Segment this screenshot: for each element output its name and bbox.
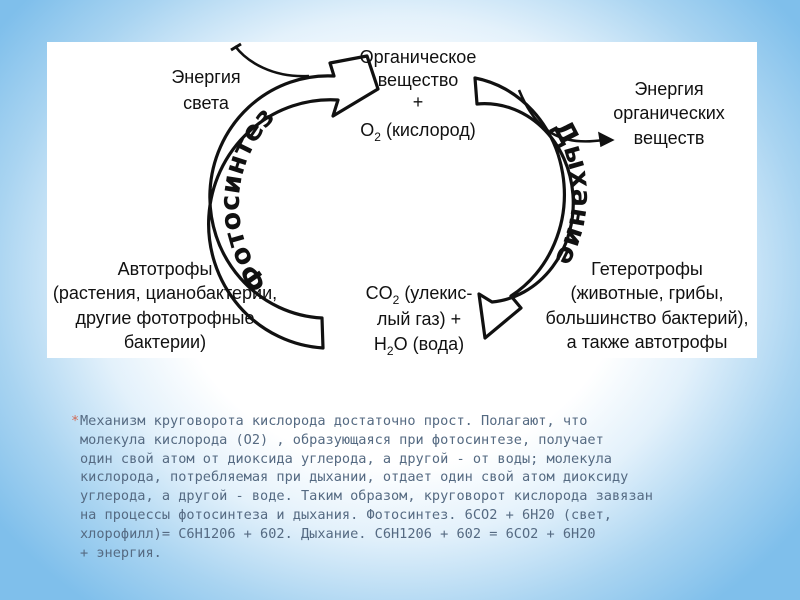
description-line: + энергия.	[80, 544, 162, 561]
svg-text:O2 (кислород): O2 (кислород)	[360, 120, 475, 144]
description-line: на процессы фотосинтеза и дыхания. Фотос…	[80, 506, 612, 523]
respiration-label: Дыхание	[546, 115, 596, 270]
photosynthesis-arrow	[207, 54, 380, 350]
svg-text:бактерии): бактерии)	[124, 332, 206, 352]
svg-text:Энергия: Энергия	[634, 79, 703, 99]
svg-text:света: света	[183, 93, 230, 113]
description-line: один свой атом от диоксида углерода, а д…	[80, 450, 612, 467]
description-line: молекула кислорода (O2) , образующаяся п…	[80, 431, 604, 448]
organic-energy-arrow	[517, 89, 604, 143]
diagram-canvas: Фотосинтез Дыхание Органическое вещество…	[53, 42, 749, 358]
respiration-arrow-body	[473, 76, 575, 340]
svg-text:(растения, цианобактерии,: (растения, цианобактерии,	[53, 283, 277, 303]
svg-text:органических: органических	[613, 103, 725, 123]
autotrophs-label: Автотрофы (растения, цианобактерии, друг…	[53, 259, 277, 352]
svg-text:H2O (вода): H2O (вода)	[374, 334, 464, 358]
organic-energy-arrowhead	[598, 131, 615, 148]
co2-water-label: CO2 (улекис- лый газ) + H2O (вода)	[366, 283, 473, 358]
svg-text:вещество: вещество	[378, 70, 459, 90]
svg-text:+: +	[413, 92, 424, 112]
svg-text:CO2 (улекис-: CO2 (улекис-	[366, 283, 473, 307]
svg-text:Автотрофы: Автотрофы	[118, 259, 213, 279]
bullet-marker: *	[71, 413, 80, 429]
svg-text:лый газ) +: лый газ) +	[377, 309, 461, 329]
svg-text:Энергия: Энергия	[171, 67, 240, 87]
svg-text:Гетеротрофы: Гетеротрофы	[591, 259, 703, 279]
oxygen-cycle-diagram: Фотосинтез Дыхание Органическое вещество…	[47, 42, 757, 358]
svg-text:Органическое: Органическое	[360, 47, 477, 67]
organic-substance-label: Органическое вещество + O2 (кислород)	[360, 47, 477, 144]
svg-text:большинство бактерий),: большинство бактерий),	[545, 308, 748, 328]
organic-energy-label: Энергия органических веществ	[613, 79, 725, 148]
svg-text:другие фототрофные: другие фототрофные	[76, 308, 255, 328]
description-text: * Механизм круговорота кислорода достато…	[71, 412, 740, 562]
heterotrophs-label: Гетеротрофы (животные, грибы, большинств…	[545, 259, 748, 352]
svg-text:(животные, грибы,: (животные, грибы,	[570, 283, 723, 303]
description-line: хлорофилл)= C6H1206 + 602. Дыхание. C6H1…	[80, 525, 596, 542]
light-energy-label: Энергия света	[171, 67, 240, 113]
svg-text:веществ: веществ	[634, 128, 705, 148]
description-line: кислорода, потребляемая при дыхании, отд…	[80, 469, 629, 486]
respiration-arrow	[431, 80, 515, 274]
light-energy-arrow	[233, 45, 310, 78]
svg-text:а также автотрофы: а также автотрофы	[567, 332, 728, 352]
light-energy-arrow-tick	[230, 42, 242, 52]
description-line: Механизм круговорота кислорода достаточн…	[80, 413, 588, 429]
description-line: углерода, а другой - воде. Таким образом…	[80, 488, 653, 505]
